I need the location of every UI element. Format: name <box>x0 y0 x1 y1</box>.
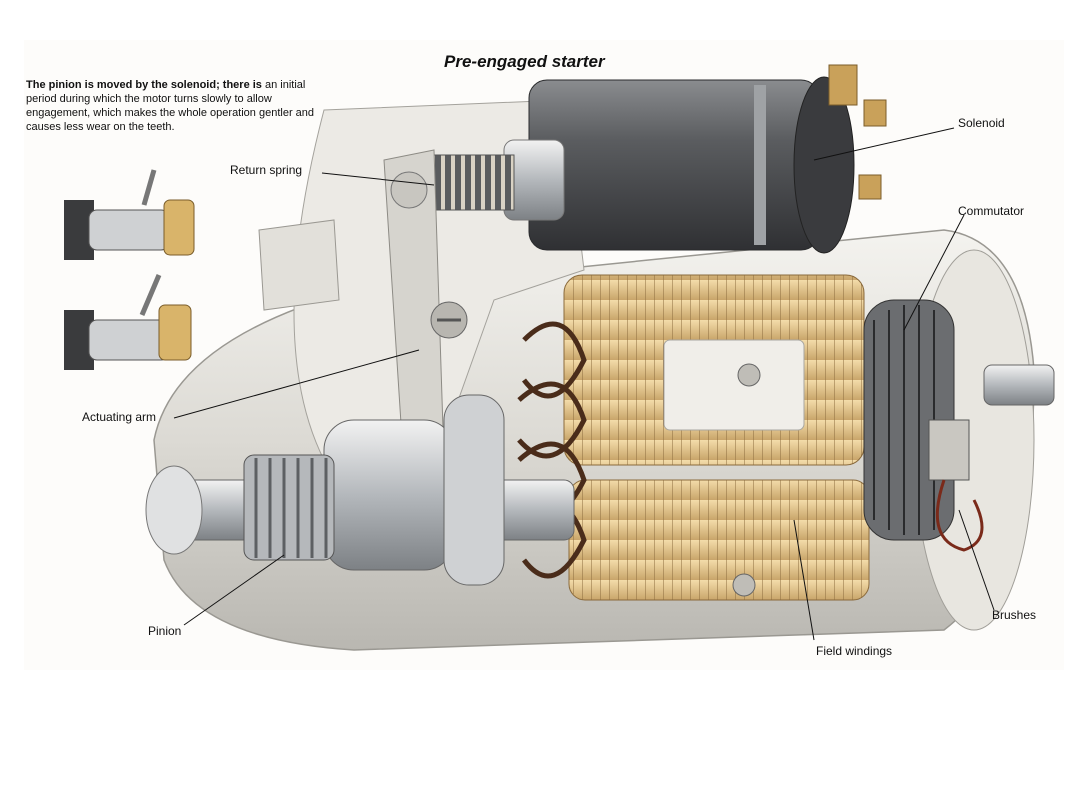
leader-lines <box>173 127 995 641</box>
shaft-nose <box>145 465 203 555</box>
label-commutator: Commutator <box>958 204 1025 218</box>
brushes <box>928 419 984 552</box>
solenoid-terminals <box>828 64 887 200</box>
clutch-collar <box>323 419 455 571</box>
inset-disengaged <box>64 274 192 370</box>
label-field-windings: Field windings <box>816 644 893 658</box>
diagram-canvas: Pre-engaged starter The pinion is moved … <box>24 40 1064 670</box>
label-actuating-arm: Actuating arm <box>82 410 157 424</box>
rear-shaft <box>983 364 1055 406</box>
label-return-spring: Return spring <box>230 163 303 177</box>
solenoid-cap <box>793 76 855 254</box>
starter-motor-illustration <box>64 64 1055 651</box>
return-spring <box>423 154 515 211</box>
label-solenoid: Solenoid <box>958 116 1005 130</box>
field-windings <box>563 274 870 601</box>
diagram-title: Pre-engaged starter <box>444 52 605 71</box>
description-rest: an initial period during which the motor… <box>26 79 315 133</box>
inset-engaged <box>64 169 195 260</box>
label-brushes: Brushes <box>992 608 1037 622</box>
solenoid-body <box>528 79 820 251</box>
pinion-gear <box>243 454 335 561</box>
description-text: The pinion is moved by the solenoid; the… <box>26 78 326 134</box>
mounting-flange <box>258 219 340 311</box>
description-lead: The pinion is moved by the solenoid; the… <box>26 79 262 91</box>
label-pinion: Pinion <box>148 624 182 638</box>
